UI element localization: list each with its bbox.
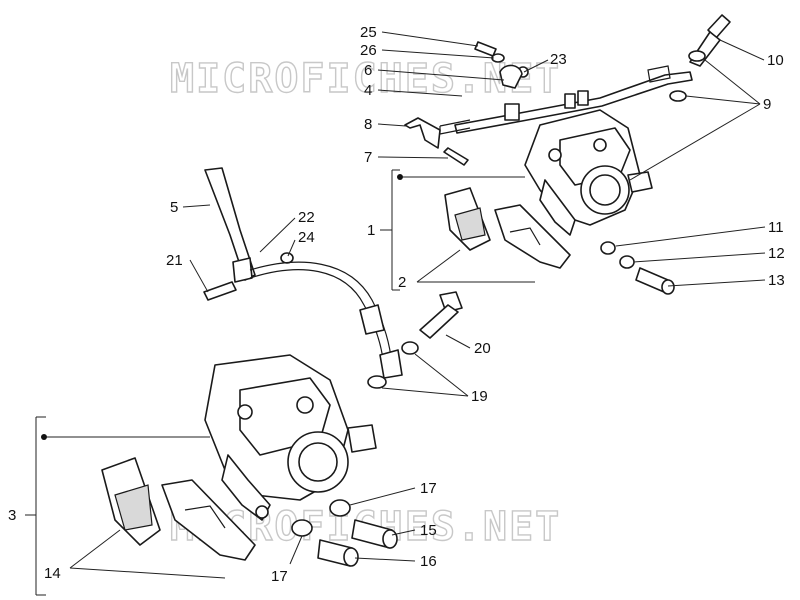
upper-mount-hardware — [600, 241, 675, 295]
lower-caliper — [204, 354, 377, 521]
callout-9: 9 — [763, 96, 771, 113]
lower-brake-hose — [249, 261, 403, 379]
callout-24: 25 — [360, 24, 377, 41]
upper-caliper — [524, 109, 653, 236]
callout-labels: 25 26 23 6 4 8 7 10 9 11 12 13 1 2 5 21 … — [8, 24, 785, 585]
callout-20: 20 — [474, 340, 491, 357]
callout-14: 14 — [44, 565, 61, 582]
upper-brake-pads — [444, 187, 571, 269]
callout-8: 8 — [364, 116, 372, 133]
callout-11: 11 — [768, 219, 784, 236]
lower-brake-pads — [101, 457, 256, 561]
callout-21: 21 — [166, 252, 183, 269]
callout-2: 2 — [398, 274, 406, 291]
upper-brake-line — [439, 65, 693, 135]
callout-22: 22 — [298, 209, 315, 226]
callout-1: 1 — [367, 222, 375, 239]
callout-19: 19 — [471, 388, 488, 405]
small-parts-top — [404, 41, 529, 166]
callout-23: 24 — [298, 229, 315, 246]
banjo-bolt-upper — [669, 14, 731, 102]
callout-7: 7 — [364, 149, 372, 166]
callout-6: 6 — [364, 62, 372, 79]
callout-4: 4 — [364, 82, 372, 99]
callout-12: 12 — [768, 245, 785, 262]
group-dot-upper — [397, 174, 403, 180]
callout-13: 13 — [768, 272, 785, 289]
callout-16: 16 — [420, 553, 437, 570]
callout-17-lower: 17 — [271, 568, 288, 585]
callout-10: 10 — [767, 52, 784, 69]
banjo-bolt-lower — [367, 291, 463, 389]
callout-5: 5 — [170, 199, 178, 216]
group-dot-lower — [41, 434, 47, 440]
callout-26: 23 — [550, 51, 567, 68]
hose-bracket — [203, 167, 294, 301]
callout-25: 26 — [360, 42, 377, 59]
callout-3: 3 — [8, 507, 16, 524]
callout-17-upper: 17 — [420, 480, 437, 497]
callout-15: 15 — [420, 522, 437, 539]
lower-mount-hardware — [291, 499, 398, 567]
leader-lines — [25, 31, 766, 596]
